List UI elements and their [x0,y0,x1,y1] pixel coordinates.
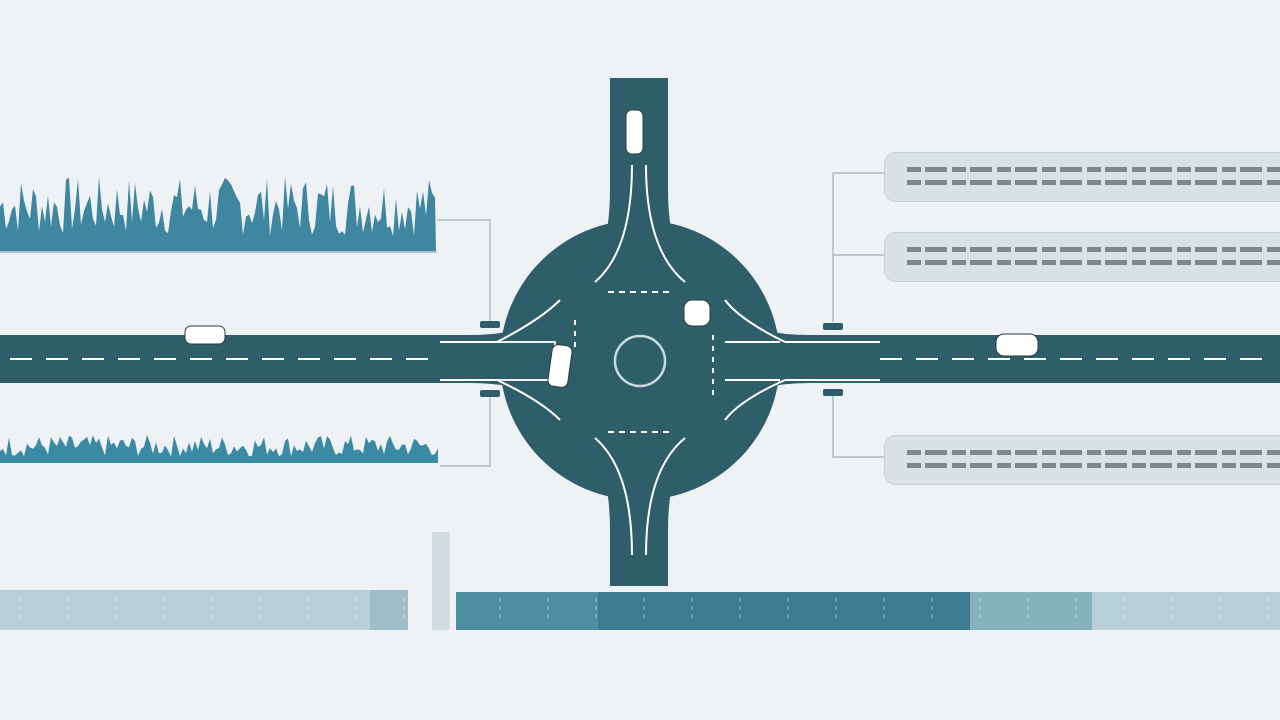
waveform-chart-top [0,176,436,251]
sensor-icon [480,321,500,328]
timeline-bar [0,532,1280,630]
vehicles [184,109,1039,388]
road-markings [10,164,1270,556]
car-icon [625,109,644,155]
waveform-area [0,176,436,251]
car-icon [547,344,573,388]
car-icon [184,325,226,345]
callout-box-1 [884,152,1280,202]
connector-lines [437,172,884,467]
car-icon [995,333,1039,357]
sensor-icon [823,389,843,396]
car-icon [683,299,711,327]
waveform-chart-bottom [0,435,438,463]
sensors [480,321,843,397]
sensor-icon [823,323,843,330]
waveform-area [0,435,438,463]
sensor-icon [480,390,500,397]
callout-box-2 [884,232,1280,282]
callout-box-3 [884,435,1280,485]
